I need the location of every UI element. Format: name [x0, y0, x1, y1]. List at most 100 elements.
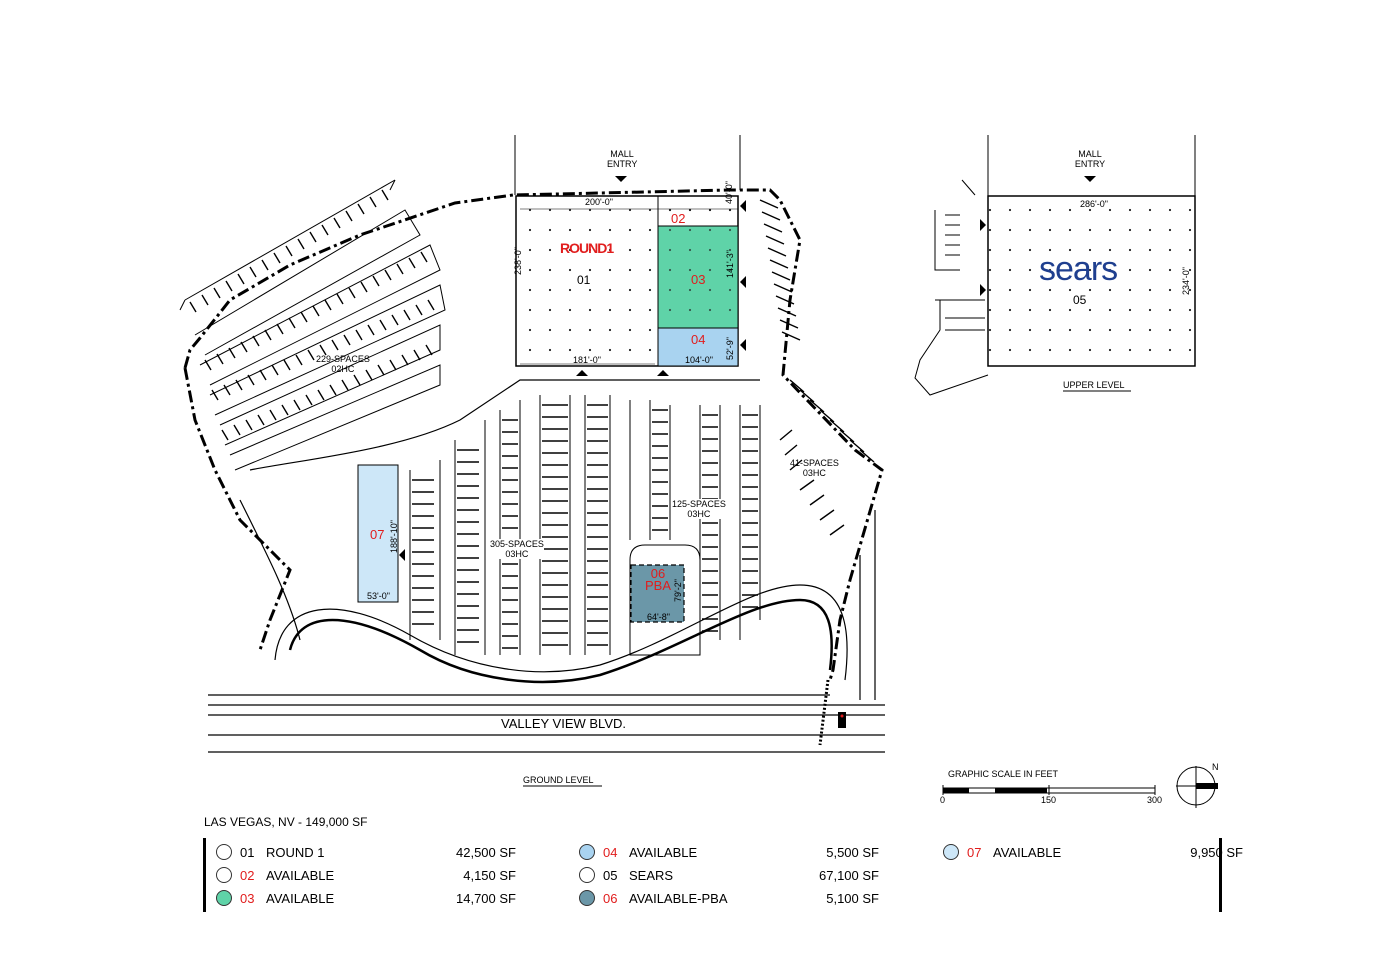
legend-sf: 14,700 SF	[456, 890, 516, 906]
legend-name: ROUND 1	[266, 844, 325, 860]
legend-item: 01 ROUND 1 42,500 SF	[216, 843, 516, 861]
legend-name: AVAILABLE	[629, 844, 698, 860]
legend-swatch	[579, 867, 595, 883]
unit-03-label: 03	[691, 272, 706, 287]
entry-marker	[980, 219, 986, 231]
legend-sf: 9,950 SF	[1190, 844, 1243, 860]
legend-sf: 5,100 SF	[826, 890, 879, 906]
parking-lot-nw	[179, 179, 446, 471]
legend-swatch	[216, 844, 232, 860]
building-05	[987, 195, 1196, 367]
unit-06-drive	[629, 544, 701, 656]
crosswalk	[818, 679, 830, 746]
dim-286: 286'-0"	[1080, 199, 1108, 209]
mall-entry-label: MALL ENTRY	[607, 149, 637, 169]
dim-234: 234'-0"	[1181, 267, 1191, 295]
property-boundary-west	[183, 367, 292, 651]
unit-04-space	[657, 327, 739, 367]
legend-name: AVAILABLE	[993, 844, 1062, 860]
legend-name: AVAILABLE-PBA	[629, 890, 728, 906]
unit-01-label: 01	[577, 273, 591, 287]
sears-logo: sears	[1039, 250, 1118, 288]
round1-logo: ROUND1	[560, 240, 614, 256]
scale-title: GRAPHIC SCALE IN FEET	[948, 769, 1059, 779]
entry-marker	[399, 549, 405, 561]
upper-level-parking	[934, 179, 976, 271]
parking-41-label: 41-SPACES 03HC	[790, 458, 839, 478]
scale-bar	[942, 785, 1156, 795]
legend-sf: 67,100 SF	[819, 867, 879, 883]
ground-level-label: GROUND LEVEL	[523, 775, 594, 785]
unit-02-label: 02	[671, 211, 686, 226]
upper-level-ramp	[914, 299, 989, 396]
mall-entry-arrow	[615, 176, 627, 182]
dim-141: 141'-3"	[725, 250, 735, 278]
dim-181: 181'-0"	[573, 355, 601, 365]
unit-05-label: 05	[1073, 293, 1087, 307]
upper-level-label: UPPER LEVEL	[1063, 380, 1125, 390]
legend-number: 01	[240, 844, 255, 860]
parking-125-count: 125-SPACES	[672, 499, 726, 509]
legend-frame-right	[1219, 838, 1222, 912]
legend-swatch	[579, 844, 595, 860]
unit-06-label: 06 PBA	[645, 566, 672, 593]
parking-229-count: 229-SPACES	[316, 354, 370, 364]
dim-53: 53'-0"	[367, 591, 390, 601]
mall-entry-line2: ENTRY	[1074, 159, 1106, 169]
parking-stripes-nw	[189, 189, 435, 441]
dim-238: 238'-0"	[513, 247, 523, 275]
legend-item: 03 AVAILABLE 14,700 SF	[216, 889, 516, 907]
north-arrow-icon	[1176, 766, 1218, 808]
mall-entry-label-upper: MALL ENTRY	[1073, 149, 1107, 169]
mall-lines	[514, 135, 1196, 196]
traffic-signal-icon	[838, 712, 846, 728]
entry-marker	[740, 339, 746, 351]
legend-name: AVAILABLE	[266, 867, 335, 883]
property-boundary	[183, 188, 884, 681]
entry-marker	[740, 276, 746, 288]
scale-tick-150: 150	[1041, 795, 1057, 805]
dim-188: 188'-10"	[389, 520, 399, 553]
unit-03-dots	[658, 226, 738, 328]
unit-06-pba: PBA	[645, 578, 672, 593]
dim-104: 104'-0"	[685, 355, 713, 365]
legend-sf: 42,500 SF	[456, 844, 516, 860]
legend-name: AVAILABLE	[266, 890, 335, 906]
dim-52: 52'-9"	[725, 337, 735, 360]
legend-sf: 4,150 SF	[463, 867, 516, 883]
parking-125-hc: 03HC	[687, 509, 711, 519]
property-title: LAS VEGAS, NV - 149,000 SF	[204, 815, 368, 829]
roads	[208, 379, 885, 753]
parking-stripes-central	[412, 404, 758, 649]
unit-04-label: 04	[691, 332, 706, 347]
parking-41-hc: 03HC	[802, 468, 826, 478]
parking-lot-east	[759, 199, 875, 536]
legend-number: 04	[603, 844, 618, 860]
scale-tick-300: 300	[1147, 795, 1163, 805]
entry-marker	[980, 284, 986, 296]
parking-229-label: 229-SPACES 02HC	[316, 354, 370, 374]
legend-swatch	[579, 890, 595, 906]
mall-entry-line1: MALL	[610, 149, 634, 159]
mall-entry-line2: ENTRY	[607, 159, 638, 169]
parking-lot-central	[409, 395, 761, 655]
parking-41-count: 41-SPACES	[790, 458, 839, 468]
north-label: N	[1212, 762, 1219, 772]
entry-marker	[576, 370, 588, 376]
scale-tick-0: 0	[940, 795, 946, 805]
legend-frame-left	[203, 838, 206, 912]
legend-swatch	[216, 890, 232, 906]
dim-40: 40'-0"	[724, 181, 734, 204]
unit-06-number: 06	[650, 566, 666, 581]
parking-305-count: 305-SPACES	[490, 539, 544, 549]
entry-marker	[657, 370, 669, 376]
parking-125-label: 125-SPACES 03HC	[672, 499, 726, 519]
legend-number: 03	[240, 890, 255, 906]
dim-64: 64'-8"	[647, 612, 670, 622]
parking-229-hc: 02HC	[331, 364, 355, 374]
unit-02-space	[657, 195, 739, 227]
unit-07-space	[357, 464, 399, 603]
